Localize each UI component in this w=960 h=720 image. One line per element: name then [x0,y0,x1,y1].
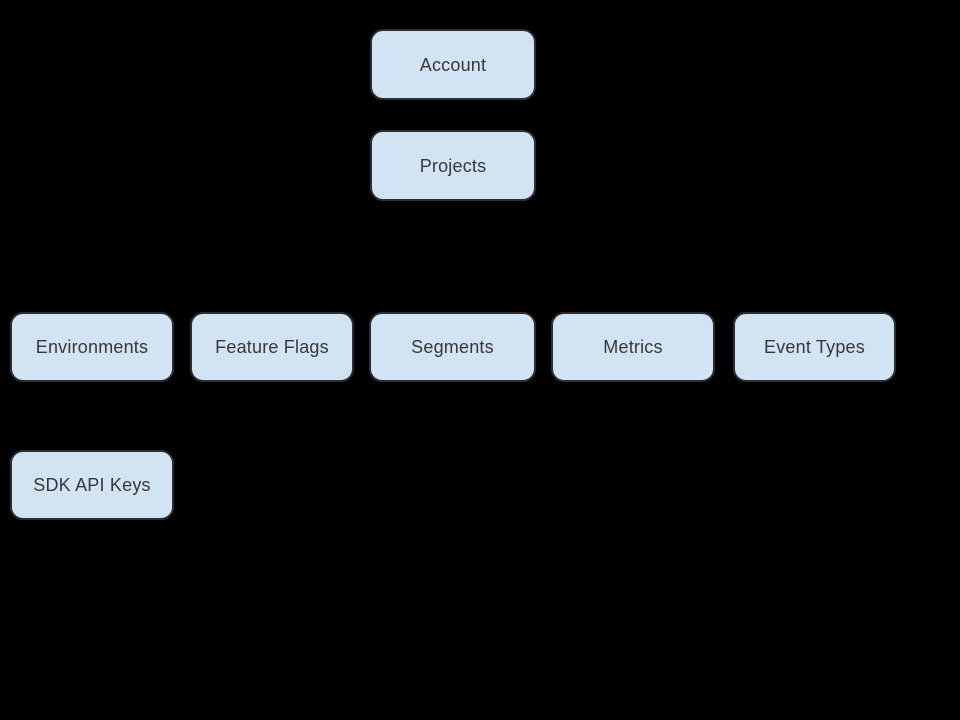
node-environments: Environments [10,312,174,382]
node-sdk-api-keys-label: SDK API Keys [33,475,151,495]
node-metrics-label: Metrics [603,337,663,357]
node-feature-flags-label: Feature Flags [215,337,329,357]
node-account: Account [370,29,536,100]
node-event-types-label: Event Types [764,337,865,357]
node-feature-flags: Feature Flags [190,312,354,382]
node-segments: Segments [369,312,536,382]
node-segments-label: Segments [411,337,494,357]
node-metrics: Metrics [551,312,715,382]
node-projects: Projects [370,130,536,201]
node-event-types: Event Types [733,312,896,382]
node-environments-label: Environments [35,337,149,357]
node-account-label: Account [419,54,487,75]
node-projects-label: Projects [419,155,487,176]
node-sdk-api-keys: SDK API Keys [10,450,174,520]
